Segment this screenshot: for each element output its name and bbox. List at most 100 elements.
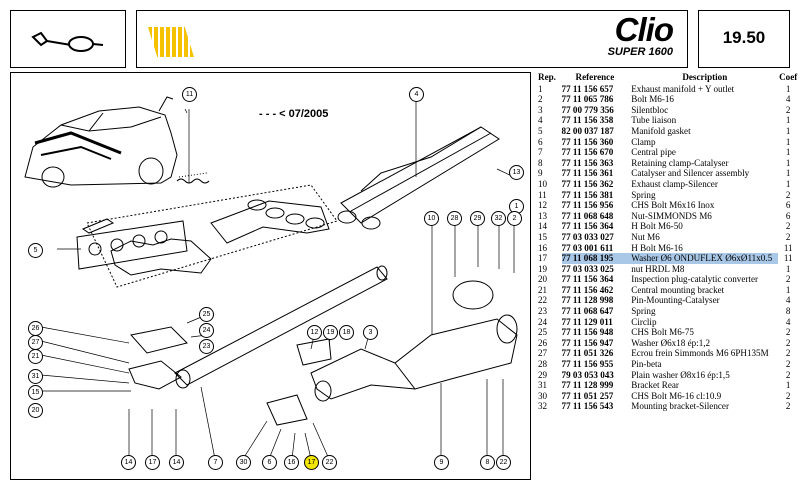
part-coef: 1 xyxy=(785,157,791,168)
callout-10[interactable]: 10 xyxy=(424,211,439,226)
callout-17-highlighted[interactable]: 17 xyxy=(304,455,319,470)
callout-11[interactable]: 11 xyxy=(182,87,197,102)
callout-28[interactable]: 28 xyxy=(447,211,462,226)
callout-14-left-b[interactable]: 14 xyxy=(169,455,184,470)
part-reference: 77 03 033 025 xyxy=(561,263,614,274)
callout-25[interactable]: 25 xyxy=(199,307,214,322)
part-reference: 77 00 779 356 xyxy=(561,104,614,115)
page-number-box: 19.50 xyxy=(698,10,790,68)
part-coef: 1 xyxy=(785,125,791,136)
callout-17-left[interactable]: 17 xyxy=(145,455,160,470)
callout-22-right[interactable]: 22 xyxy=(496,455,511,470)
part-description: Retaining clamp-Catalyser xyxy=(631,157,729,168)
callout-24-left[interactable]: 24 xyxy=(199,323,214,338)
part-rep: 25 xyxy=(538,327,548,338)
part-rep: 10 xyxy=(538,178,548,189)
part-rep: 4 xyxy=(538,115,543,126)
callout-16[interactable]: 16 xyxy=(284,455,299,470)
model-banner: Clio SUPER 1600 xyxy=(136,10,688,68)
callout-5[interactable]: 5 xyxy=(28,243,43,258)
col-description: Description xyxy=(682,72,728,82)
part-reference: 77 11 129 011 xyxy=(561,316,613,327)
callout-27[interactable]: 27 xyxy=(28,335,43,350)
callout-13[interactable]: 13 xyxy=(509,165,524,180)
callout-30[interactable]: 30 xyxy=(236,455,251,470)
part-rep: 7 xyxy=(538,147,543,158)
part-reference: 77 03 001 611 xyxy=(561,242,614,253)
part-rep: 6 xyxy=(538,136,543,147)
callout-19[interactable]: 19 xyxy=(323,325,338,340)
part-coef: 1 xyxy=(785,380,791,391)
callout-8-right[interactable]: 8 xyxy=(480,455,495,470)
part-coef: 2 xyxy=(785,348,791,359)
callout-18[interactable]: 18 xyxy=(339,325,354,340)
part-reference: 77 11 156 947 xyxy=(561,337,614,348)
part-rep: 30 xyxy=(538,390,548,401)
part-reference: 77 11 156 956 xyxy=(561,200,614,211)
part-reference: 77 11 156 361 xyxy=(561,168,614,179)
callout-3[interactable]: 3 xyxy=(363,325,378,340)
model-logo: Clio SUPER 1600 xyxy=(607,11,674,59)
part-description: Washer Ø6x18 ép:1,2 xyxy=(631,337,711,348)
callout-12[interactable]: 12 xyxy=(307,325,322,340)
part-coef: 2 xyxy=(785,221,791,232)
callout-14-left[interactable]: 14 xyxy=(121,455,136,470)
callout-23-left[interactable]: 23 xyxy=(199,339,214,354)
accent-stripes xyxy=(148,27,194,57)
callout-26[interactable]: 26 xyxy=(28,321,43,336)
part-description: Pin-Mounting-Catalyser xyxy=(631,295,720,306)
callout-29[interactable]: 29 xyxy=(470,211,485,226)
callout-15[interactable]: 15 xyxy=(28,385,43,400)
callout-32[interactable]: 32 xyxy=(491,211,506,226)
part-coef: 1 xyxy=(785,178,791,189)
callout-4[interactable]: 4 xyxy=(409,87,424,102)
col-reference: Reference xyxy=(575,72,615,82)
callout-21[interactable]: 21 xyxy=(28,349,43,364)
spring-11-shape xyxy=(176,178,210,184)
callout-7[interactable]: 7 xyxy=(208,455,223,470)
callout-22[interactable]: 22 xyxy=(322,455,337,470)
callout-20[interactable]: 20 xyxy=(28,403,43,418)
y-pipe xyxy=(337,126,500,230)
callout-2[interactable]: 2 xyxy=(507,211,522,226)
model-version: SUPER 1600 xyxy=(607,46,673,58)
model-name: Clio xyxy=(614,11,674,48)
part-description: Spring xyxy=(631,306,656,317)
part-rep: 19 xyxy=(538,263,548,274)
callout-31[interactable]: 31 xyxy=(28,369,43,384)
callout-6[interactable]: 6 xyxy=(262,455,277,470)
part-coef: 2 xyxy=(785,104,791,115)
callout-9[interactable]: 9 xyxy=(434,455,449,470)
